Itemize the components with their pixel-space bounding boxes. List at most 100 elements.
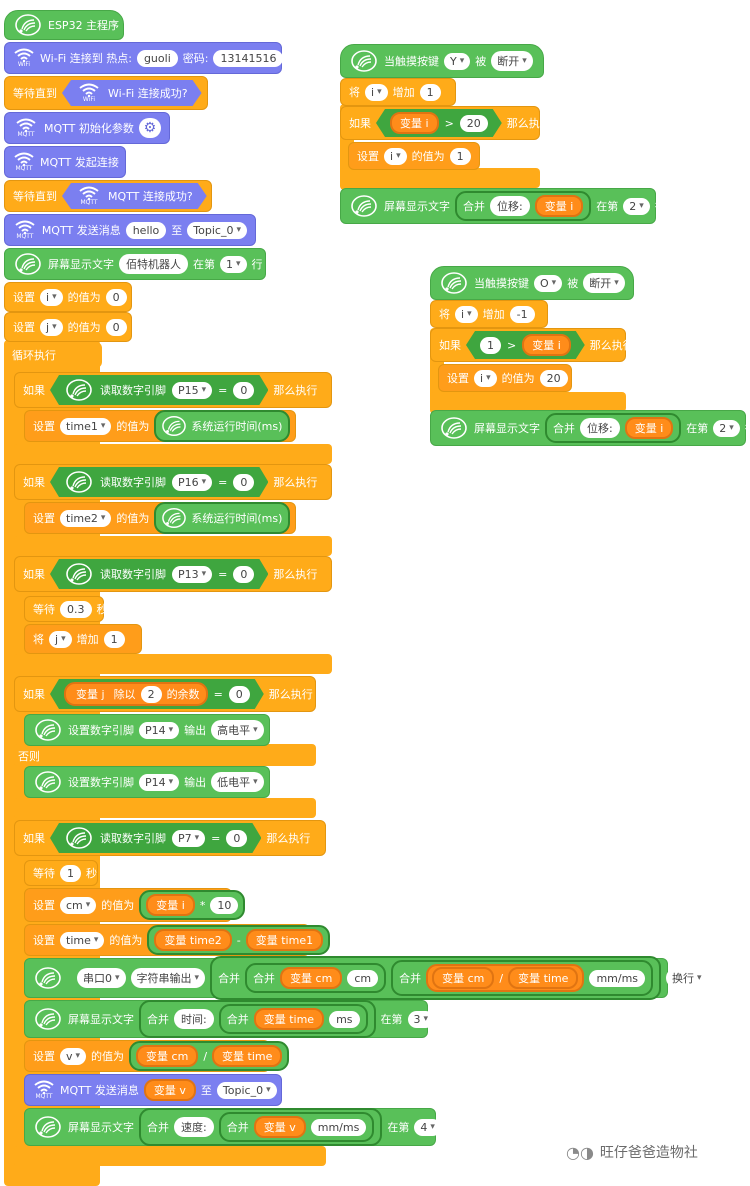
divisor-input[interactable]: 2	[141, 686, 162, 703]
var-time-reporter[interactable]: 变量 time	[253, 1008, 325, 1030]
pin-dropdown[interactable]: P14	[139, 721, 180, 739]
compare-value-input[interactable]: 0	[233, 382, 254, 399]
var-dropdown[interactable]: cm	[60, 896, 97, 914]
var-dropdown[interactable]: i	[384, 147, 407, 165]
level-dropdown[interactable]: 高电平	[211, 720, 264, 740]
value-input[interactable]: 0	[105, 288, 127, 306]
var-cm-reporter[interactable]: 变量 cm	[432, 967, 495, 989]
serial-port-dropdown[interactable]: 串口0	[77, 968, 126, 988]
screen-time-block[interactable]: 屏幕显示文字 合并 时间: 合并 变量 time ms 在第 3 行	[24, 1000, 450, 1038]
var-i-reporter[interactable]: 变量 i	[534, 195, 584, 217]
var-dropdown[interactable]: i	[474, 369, 497, 387]
if2-block[interactable]: 如果 读取数字引脚 P16 = 0 那么执行	[14, 464, 332, 500]
join-disp[interactable]: 合并 位移: 变量 i	[545, 413, 682, 443]
forever-loop-block[interactable]: 循环执行	[4, 342, 102, 368]
compare-value-input[interactable]: 0	[233, 566, 254, 583]
ev2-condition[interactable]: 1 > 变量 i	[466, 331, 585, 359]
ev1-condition[interactable]: 变量 i > 20	[376, 109, 502, 137]
newline-dropdown[interactable]: 换行	[666, 968, 708, 988]
state-dropdown[interactable]: 断开	[491, 51, 533, 71]
join-time-ms[interactable]: 合并 变量 time ms	[218, 1004, 368, 1034]
limit-input[interactable]: 1	[480, 337, 501, 354]
mqtt-connected-condition[interactable]: MQTT MQTT 连接成功?	[62, 183, 207, 209]
ev2-set-i-block[interactable]: 设置 i 的值为 20	[438, 364, 572, 392]
var-time-reporter[interactable]: 变量 time	[212, 1045, 283, 1067]
ms-text-input[interactable]: ms	[329, 1010, 360, 1028]
line-dropdown[interactable]: 1	[220, 255, 247, 273]
line-dropdown[interactable]: 3	[407, 1010, 435, 1028]
increase-value-input[interactable]: 1	[419, 83, 441, 101]
if3-block[interactable]: 如果 读取数字引脚 P13 = 0 那么执行	[14, 556, 332, 592]
wifi-connected-condition[interactable]: WiFi Wi-Fi 连接成功?	[62, 80, 202, 106]
key-dropdown[interactable]: O	[534, 274, 563, 292]
join-speed-outer[interactable]: 合并 速度: 合并 变量 v mm/ms	[139, 1108, 383, 1146]
limit-input[interactable]: 20	[460, 115, 488, 132]
compare-value-input[interactable]: 0	[233, 474, 254, 491]
message-input[interactable]: hello	[125, 221, 167, 239]
topic-dropdown[interactable]: Topic_0	[187, 221, 247, 239]
wait-1-block[interactable]: 等待 1 秒	[24, 860, 98, 886]
set-pin-low-block[interactable]: 设置数字引脚 P14 输出 低电平	[24, 766, 270, 798]
multiply-operator[interactable]: 变量 i * 10	[139, 890, 246, 920]
gear-icon[interactable]: ⚙	[138, 118, 161, 138]
output-mode-dropdown[interactable]: 字符串输出	[130, 968, 206, 988]
compare-value-input[interactable]: 0	[226, 830, 247, 847]
var-j-reporter[interactable]: 变量 j	[72, 685, 109, 703]
if3-condition[interactable]: 读取数字引脚 P13 = 0	[50, 559, 268, 589]
if5-block[interactable]: 如果 读取数字引脚 P7 = 0 那么执行	[14, 820, 326, 856]
increase-value-input[interactable]: 1	[103, 630, 125, 648]
var-dropdown[interactable]: i	[40, 288, 63, 306]
line-dropdown[interactable]: 2	[623, 197, 650, 215]
var-time1-reporter[interactable]: 变量 time1	[245, 929, 324, 951]
state-dropdown[interactable]: 断开	[583, 273, 625, 293]
var-v-reporter[interactable]: 变量 v	[253, 1116, 306, 1138]
var-dropdown[interactable]: i	[455, 305, 478, 323]
value-input[interactable]: 20	[539, 369, 568, 387]
screen-speed-block[interactable]: 屏幕显示文字 合并 速度: 合并 变量 v mm/ms 在第 4 行	[24, 1108, 457, 1146]
pin-dropdown[interactable]: P16	[172, 474, 212, 491]
if1-block[interactable]: 如果 读取数字引脚 P15 = 0 那么执行	[14, 372, 332, 408]
divide-operator[interactable]: 变量 cm / 变量 time	[129, 1041, 290, 1071]
var-time-reporter[interactable]: 变量 time	[508, 967, 579, 989]
increase-value-input[interactable]: -1	[509, 305, 535, 323]
value-input[interactable]: 0	[105, 318, 127, 336]
main-program-hat[interactable]: ESP32 主程序	[4, 10, 124, 40]
pin-dropdown[interactable]: P13	[172, 566, 212, 583]
ev1-inc-i-block[interactable]: 将 i 增加 1	[340, 78, 456, 106]
var-dropdown[interactable]: time2	[60, 509, 112, 527]
set-time1-block[interactable]: 设置 time1 的值为 系统运行时间(ms)	[24, 410, 296, 442]
var-v-reporter[interactable]: 变量 v	[143, 1079, 196, 1101]
pin-dropdown[interactable]: P15	[172, 382, 212, 399]
wait-wifi-block[interactable]: 等待直到 WiFi Wi-Fi 连接成功?	[4, 76, 208, 110]
join-speed-inner[interactable]: 合并 变量 v mm/ms	[218, 1112, 375, 1142]
set-cm-block[interactable]: 设置 cm 的值为 变量 i * 10	[24, 888, 246, 922]
level-dropdown[interactable]: 低电平	[211, 772, 264, 792]
ev2-if-block[interactable]: 如果 1 > 变量 i 那么执行	[430, 328, 634, 362]
var-dropdown[interactable]: time1	[60, 417, 112, 435]
if4-condition[interactable]: 变量 j 除以 2 的余数 = 0	[50, 679, 264, 709]
set-time2-block[interactable]: 设置 time2 的值为 系统运行时间(ms)	[24, 502, 296, 534]
multiplier-input[interactable]: 10	[210, 896, 239, 914]
set-time-block[interactable]: 设置 time 的值为 变量 time2 - 变量 time1	[24, 924, 331, 956]
password-input[interactable]: 13141516	[213, 49, 284, 67]
wait-03-block[interactable]: 等待 0.3 秒	[24, 596, 108, 622]
subtract-operator[interactable]: 变量 time2 - 变量 time1	[147, 925, 331, 955]
value-input[interactable]: 1	[449, 147, 471, 165]
var-dropdown[interactable]: time	[60, 931, 105, 949]
join-time[interactable]: 合并 时间: 合并 变量 time ms	[139, 1000, 376, 1038]
var-i-reporter[interactable]: 变量 i	[522, 334, 571, 356]
system-time-reporter[interactable]: 系统运行时间(ms)	[154, 502, 291, 534]
screen-text-block[interactable]: 屏幕显示文字 佰特机器人 在第 1 行	[4, 248, 266, 280]
var-time2-reporter[interactable]: 变量 time2	[154, 929, 232, 951]
var-dropdown[interactable]: j	[40, 318, 63, 336]
if5-condition[interactable]: 读取数字引脚 P7 = 0	[50, 823, 261, 853]
cm-text-input[interactable]: cm	[347, 969, 379, 987]
inc-j-block[interactable]: 将 j 增加 1	[24, 624, 142, 654]
wifi-connect-block[interactable]: WiFi Wi-Fi 连接到 热点: guoli 密码: 13141516	[4, 42, 284, 74]
ev2-screen-block[interactable]: 屏幕显示文字 合并 位移: 变量 i 在第 2 行	[430, 410, 750, 446]
var-dropdown[interactable]: j	[49, 630, 72, 648]
var-dropdown[interactable]: i	[365, 83, 388, 101]
divide-operator[interactable]: 变量 cm / 变量 time	[426, 964, 585, 992]
ssid-input[interactable]: guoli	[136, 49, 178, 67]
disp-text-input[interactable]: 位移:	[580, 418, 620, 438]
